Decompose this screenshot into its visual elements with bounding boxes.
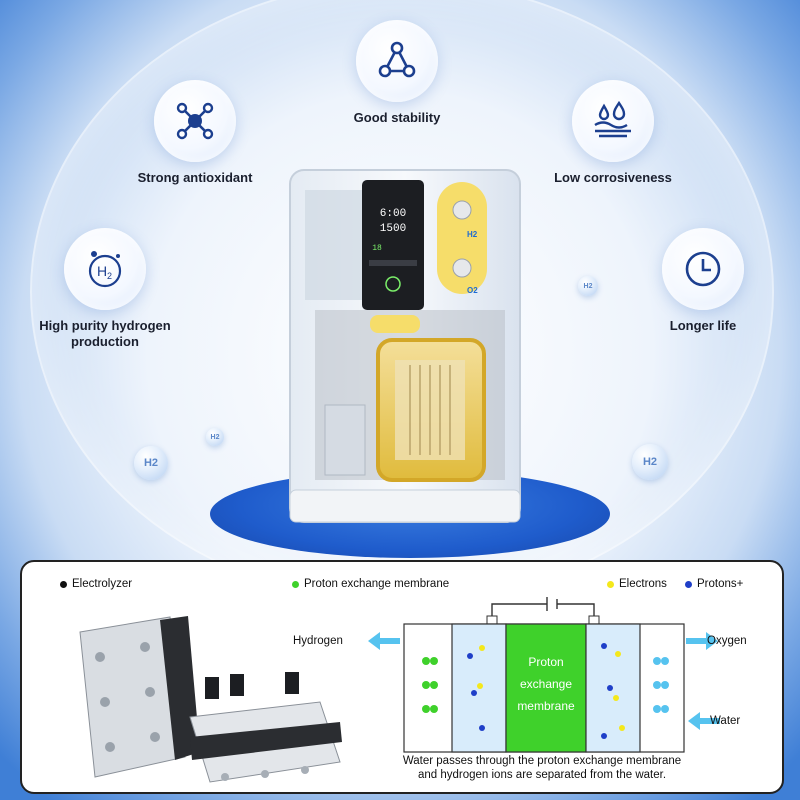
screen-mini-value: 18 [372, 244, 382, 253]
legend-label: Electrons [619, 578, 667, 590]
screen-time-2: 1500 [380, 223, 406, 235]
water-label: Water [710, 715, 741, 727]
hydrogen-label: Hydrogen [293, 635, 343, 647]
screen-time-1: 6:00 [380, 208, 406, 220]
feature-label: Good stability [353, 110, 441, 125]
oxygen-label: Oxygen [707, 635, 747, 647]
diagram-caption: Water passes through the proton exchange… [377, 754, 707, 782]
h2-bubble: H2 [632, 444, 668, 480]
caption-line1: Water passes through the proton exchange… [402, 755, 682, 767]
legend-dot [60, 580, 67, 588]
feature-label: Longer life [669, 318, 737, 333]
feature-label: Low corrosiveness [554, 170, 672, 185]
h2-bubble: H2 [206, 428, 224, 446]
membrane-label-line3: membrane [517, 699, 575, 713]
feature-label-line2: production [71, 334, 139, 349]
legend-dot [607, 580, 614, 588]
clock-icon [662, 228, 744, 310]
feature-strong-antioxidant: Strong antioxidant [95, 80, 295, 186]
legend-label: Electrolyzer [72, 578, 133, 590]
legend-protons: Protons+ [685, 578, 743, 590]
legend-membrane: Proton exchange membrane [292, 578, 449, 590]
legend-dot [292, 580, 299, 588]
port-label-h2: H2 [467, 230, 478, 239]
feature-low-corrosiveness: Low corrosiveness [513, 80, 713, 186]
feature-label-line1: High purity hydrogen [39, 318, 171, 333]
caption-line2: and hydrogen ions are separated from the… [417, 769, 667, 781]
legend-electrons: Electrons [607, 578, 667, 590]
feature-label: Strong antioxidant [137, 170, 253, 185]
pem-diagram-panel: Electrolyzer Proton exchange membrane El… [20, 560, 784, 794]
h2-bubble: H2 [578, 276, 598, 296]
port-label-o2: O2 [467, 286, 478, 295]
triangle-network-icon [356, 20, 438, 102]
legend-label: Proton exchange membrane [304, 578, 450, 590]
pem-schematic: Proton exchange membrane [368, 597, 720, 753]
feature-good-stability: Good stability [297, 20, 497, 126]
svg-text:H: H [97, 263, 107, 279]
legend-dot [685, 580, 692, 588]
feature-high-purity-hydrogen: H 2 High purity hydrogen production [5, 228, 205, 350]
h2-bubble: H2 [134, 446, 168, 480]
feature-longer-life: Longer life [603, 228, 800, 334]
legend-electrolyzer: Electrolyzer [60, 578, 132, 590]
molecule-icon [154, 80, 236, 162]
feature-label: High purity hydrogen production [5, 318, 205, 350]
membrane-label-line2: exchange [520, 677, 572, 691]
droplet-surface-icon [572, 80, 654, 162]
electrolyzer-stack-illustration [79, 616, 342, 783]
h2-icon: H 2 [64, 228, 146, 310]
svg-text:2: 2 [107, 271, 112, 281]
hydrogen-generator-device: 6:00 1500 18 H2 O2 [285, 160, 525, 530]
legend-label: Protons+ [697, 578, 744, 590]
membrane-label-line1: Proton [528, 655, 563, 669]
